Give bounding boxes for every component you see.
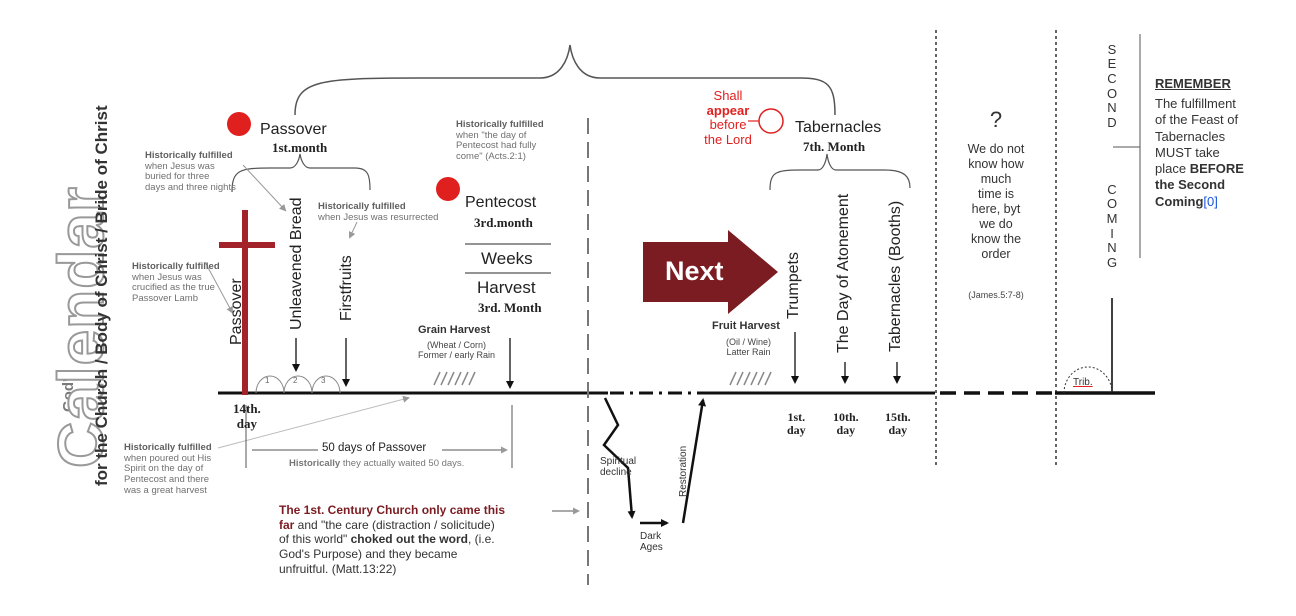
day-10-label: 10th. day	[833, 410, 859, 438]
feast-firstfruits: Firstfruits	[338, 255, 355, 321]
tabernacles-brace	[769, 153, 911, 191]
calendar-subtitle: for the Church / Body of Christ / Bride …	[92, 105, 111, 486]
harvest-label: Harvest	[477, 278, 536, 297]
unknown-time-note: We do not know how much time is here, by…	[967, 142, 1025, 261]
feast-unleavened-bread: Unleavened Bread	[288, 197, 305, 330]
top-brace	[294, 44, 836, 116]
remember-heading: REMEMBER	[1155, 76, 1231, 91]
red-marker-passover	[227, 112, 251, 136]
red-marker-pentecost	[436, 177, 460, 201]
grain-detail: (Wheat / Corn) Former / early Rain	[418, 340, 496, 361]
tabernacles-month: 7th. Month	[803, 139, 866, 154]
passover-month: 1st.month	[272, 140, 328, 155]
pentecost-month: 3rd.month	[474, 215, 533, 230]
day-circle-1: 1	[265, 376, 270, 385]
decline-zigzag	[602, 397, 636, 519]
fruit-harvest: Fruit Harvest	[712, 320, 780, 332]
passover-brace	[231, 153, 371, 193]
spiritual-decline-label: Spiritual decline	[600, 456, 637, 479]
unknown-time-ref: (James.5:7-8)	[968, 290, 1024, 300]
harvest-month: 3rd. Month	[478, 300, 542, 315]
fruit-detail: (Oil / Wine) Latter Rain	[726, 337, 771, 358]
day-15-label: 15th. day	[885, 410, 911, 438]
fifty-days-label: 50 days of Passover	[322, 442, 427, 454]
day-1-label: 1st. day	[787, 410, 806, 438]
pentecost-title: Pentecost	[465, 194, 537, 211]
rain-marks-spring	[433, 371, 476, 386]
day-circle-2: 2	[293, 376, 298, 385]
feast-passover: Passover	[228, 278, 245, 345]
feast-atonement: The Day of Atonement	[835, 193, 852, 353]
day-arcs	[255, 375, 341, 394]
question-mark: ?	[989, 107, 1003, 132]
church-note: The 1st. Century Church only came this f…	[279, 503, 506, 576]
red-marker-tabernacles	[758, 108, 784, 134]
feast-booths: Tabernacles (Booths)	[887, 200, 904, 352]
cross-vertical	[242, 210, 248, 395]
day-circle-3: 3	[321, 376, 326, 385]
cross-horizontal	[219, 242, 275, 248]
next-label: Next	[665, 256, 724, 286]
remember-body: The fulfillment of the Feast of Tabernac…	[1155, 96, 1244, 209]
dark-ages-label: Dark Ages	[640, 531, 663, 554]
citation-link[interactable]: [0]	[1203, 193, 1218, 209]
feast-trumpets: Trumpets	[785, 252, 802, 319]
restoration-label: Restoration	[678, 445, 689, 497]
grain-harvest: Grain Harvest	[418, 324, 491, 336]
day-14-label: 14th. day	[233, 401, 261, 431]
rain-marks-fall	[729, 371, 772, 386]
next-arrow	[643, 230, 778, 314]
trib-label: Trib.	[1073, 377, 1093, 388]
passover-title: Passover	[260, 121, 327, 138]
waited-note: Historically they actually waited 50 day…	[289, 458, 465, 469]
weeks-label: Weeks	[481, 249, 533, 268]
tabernacles-title: Tabernacles	[795, 119, 882, 136]
